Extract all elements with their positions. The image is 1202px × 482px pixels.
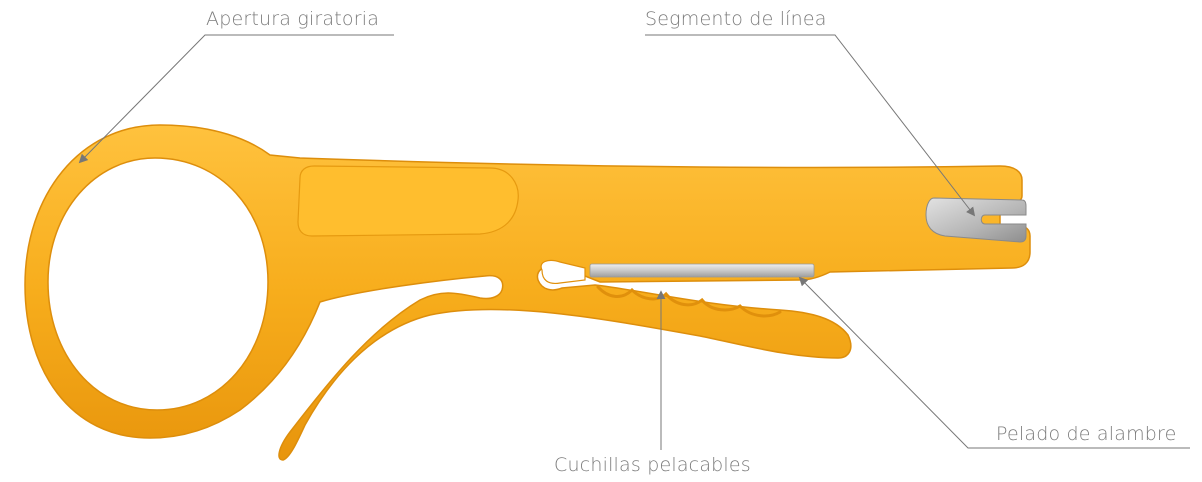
callout-pelado-de-alambre: Pelado de alambre bbox=[996, 423, 1177, 445]
tool-body bbox=[25, 125, 1030, 460]
callout-segmento-de-linea: Segmento de línea bbox=[645, 8, 827, 30]
stripping-blade bbox=[590, 264, 814, 277]
raised-panel bbox=[298, 166, 518, 236]
callout-cuchillas-pelacables: Cuchillas pelacables bbox=[554, 454, 751, 476]
punch-down-tip bbox=[926, 198, 1026, 242]
callout-apertura-giratoria: Apertura giratoria bbox=[206, 8, 379, 30]
tool-outline bbox=[25, 125, 1030, 460]
